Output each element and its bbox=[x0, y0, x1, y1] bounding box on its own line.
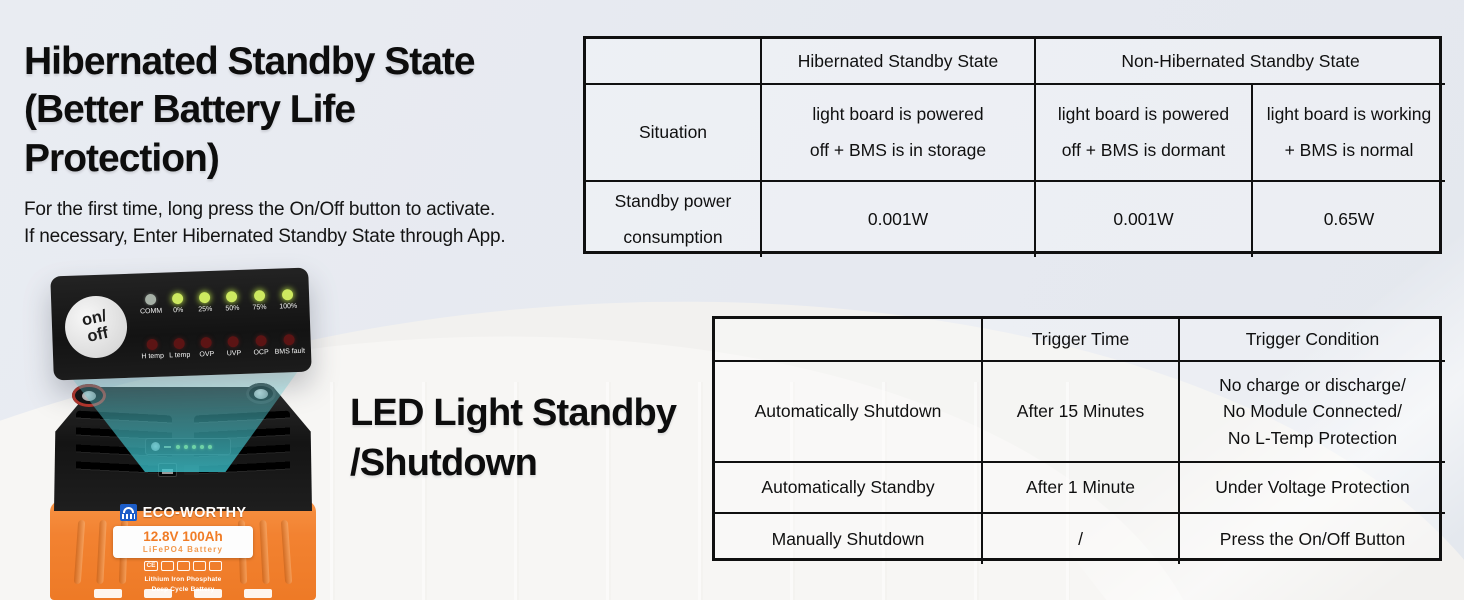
led-label: H temp bbox=[141, 352, 165, 361]
led-25pct: 25% bbox=[191, 280, 220, 326]
led-label: 75% bbox=[252, 304, 267, 312]
row-header: Automatically Standby bbox=[715, 463, 983, 514]
led-l-temp: L temp bbox=[165, 326, 194, 372]
led-label: 25% bbox=[198, 305, 213, 314]
battery-foot bbox=[144, 589, 172, 598]
spec-chemistry: LiFePO4 Battery bbox=[142, 544, 224, 554]
led-ocp: OCP bbox=[247, 323, 276, 369]
logo-sun-arc bbox=[122, 507, 134, 513]
battery-foot bbox=[94, 589, 122, 598]
table-cell: Under Voltage Protection bbox=[1180, 463, 1445, 514]
column-header: Non-Hibernated Standby State bbox=[1036, 39, 1445, 85]
table-corner-cell bbox=[715, 319, 983, 362]
led-label: 50% bbox=[225, 304, 240, 313]
cert-mark-icon bbox=[192, 561, 206, 571]
led-bms-fault: BMS fault bbox=[274, 322, 306, 368]
column-header: Trigger Time bbox=[983, 319, 1180, 362]
brand-name: ECO-WORTHY bbox=[142, 504, 247, 521]
battery-spec-label: 12.8V 100Ah LiFePO4 Battery bbox=[113, 526, 253, 559]
battery-feet bbox=[50, 589, 316, 598]
column-header: Hibernated Standby State bbox=[762, 39, 1036, 85]
certification-row: CE bbox=[50, 561, 316, 571]
led-ovp: OVP bbox=[192, 325, 221, 371]
row-header: Standby power consumption bbox=[586, 182, 762, 257]
table-cell: light board is working + BMS is normal bbox=[1253, 85, 1445, 182]
led-dot-icon bbox=[253, 290, 265, 302]
led-0pct: 0% bbox=[164, 281, 193, 327]
led-status-panel: on/ off COMM 0% 25% 50% 75% bbox=[50, 267, 312, 381]
led-dot-icon bbox=[227, 335, 240, 348]
led-100pct: 100% bbox=[272, 277, 304, 323]
cert-mark-icon bbox=[176, 561, 190, 571]
led-dot-icon bbox=[145, 293, 157, 306]
table-corner-cell bbox=[586, 39, 762, 85]
led-dot-icon bbox=[282, 289, 294, 301]
table-cell: 0.001W bbox=[762, 182, 1036, 257]
row-header: Situation bbox=[586, 85, 762, 182]
page-title: Hibernated Standby State (Better Battery… bbox=[24, 40, 476, 180]
led-label: COMM bbox=[139, 307, 163, 316]
led-dot-icon bbox=[199, 291, 211, 304]
led-label: 0% bbox=[173, 306, 184, 315]
led-dot-icon bbox=[283, 334, 296, 346]
led-dot-icon bbox=[173, 337, 186, 350]
led-uvp: UVP bbox=[219, 324, 248, 370]
table-cell: Press the On/Off Button bbox=[1219, 528, 1406, 549]
led-label: BMS fault bbox=[274, 347, 306, 356]
table-cell: light board is powered off + BMS is dorm… bbox=[1036, 85, 1253, 182]
table-cell: / bbox=[983, 514, 1180, 564]
led-h-temp: H temp bbox=[138, 327, 167, 373]
led-75pct: 75% bbox=[245, 278, 274, 324]
led-dot-icon bbox=[146, 338, 158, 351]
ce-mark-icon: CE bbox=[144, 561, 158, 571]
row-header: Manually Shutdown bbox=[715, 514, 983, 564]
led-grid: COMM 0% 25% 50% 75% 100% bbox=[137, 277, 306, 373]
battery-foot bbox=[194, 589, 222, 598]
logo-panel-grid bbox=[121, 514, 135, 519]
cert-mark-icon bbox=[208, 561, 222, 571]
standby-comparison-table: Hibernated Standby State Non-Hibernated … bbox=[583, 36, 1445, 257]
table-cell: No charge or discharge/ No Module Connec… bbox=[1180, 362, 1445, 463]
led-50pct: 50% bbox=[218, 279, 247, 325]
led-dot-icon bbox=[255, 335, 267, 347]
led-label: UVP bbox=[226, 349, 242, 358]
cert-mark-icon bbox=[160, 561, 174, 571]
battery-foot bbox=[244, 589, 272, 598]
trigger-table: Trigger Time Trigger Condition Automatic… bbox=[712, 316, 1445, 564]
led-dot-icon bbox=[226, 291, 238, 303]
brand-row: ECO-WORTHY bbox=[50, 504, 316, 521]
led-label: OCP bbox=[253, 348, 269, 357]
led-dot-icon bbox=[172, 292, 184, 305]
led-label: 100% bbox=[279, 302, 298, 311]
led-label: OVP bbox=[199, 350, 215, 359]
led-label: L temp bbox=[169, 351, 191, 360]
background-panel-lines bbox=[330, 382, 1070, 600]
table-cell: 0.65W bbox=[1323, 209, 1375, 229]
column-header: Trigger Condition bbox=[1180, 319, 1445, 362]
table-cell: After 1 Minute bbox=[983, 463, 1180, 514]
table-cell: 0.001W bbox=[1036, 182, 1253, 257]
table-cell: After 15 Minutes bbox=[983, 362, 1180, 463]
led-dot-icon bbox=[200, 336, 213, 349]
eco-worthy-logo-icon bbox=[119, 504, 137, 521]
spec-voltage-capacity: 12.8V 100Ah bbox=[143, 529, 223, 544]
row-header: Automatically Shutdown bbox=[715, 362, 983, 463]
on-off-button: on/ off bbox=[59, 290, 133, 364]
page-description: For the first time, long press the On/Of… bbox=[24, 199, 506, 248]
table-cell: light board is powered off + BMS is in s… bbox=[762, 85, 1036, 182]
led-standby-heading: LED Light Standby /Shutdown bbox=[350, 392, 677, 485]
led-comm: COMM bbox=[137, 282, 166, 328]
